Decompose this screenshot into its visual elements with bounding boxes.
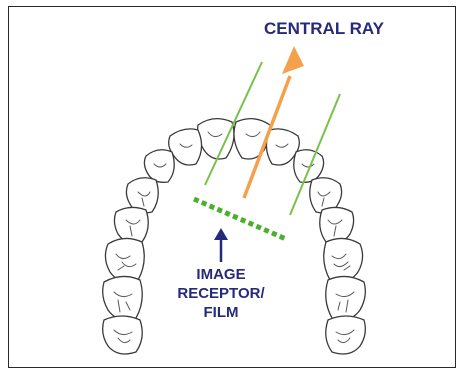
tooth-left-second-premolar (113, 206, 149, 244)
tooth-left-lateral-incisor (168, 128, 203, 166)
diagram-frame (8, 6, 456, 368)
central-ray-label: CENTRAL RAY (264, 19, 385, 38)
receptor-label-line-3: FILM (204, 304, 239, 321)
tooth-left-first-premolar (125, 177, 159, 214)
tooth-right-third-molar (325, 315, 366, 355)
right-guide-line (289, 93, 341, 216)
tooth-left-canine (143, 149, 175, 183)
dental-arch (102, 118, 366, 355)
tooth-right-first-molar (323, 237, 364, 283)
tooth-left-third-molar (102, 315, 143, 355)
tooth-right-canine (293, 149, 325, 183)
receptor-pointer-arrowhead (214, 228, 228, 240)
tooth-right-lateral-incisor (265, 128, 300, 166)
left-guide-line (204, 61, 263, 186)
receptor-label-line-1: IMAGE (196, 266, 245, 283)
central-ray-arrowhead (282, 46, 304, 74)
central-ray-line (242, 75, 292, 199)
image-receptor-film (193, 196, 287, 242)
tooth-left-second-molar (102, 275, 143, 321)
tooth-right-first-premolar (309, 177, 343, 214)
tooth-left-first-molar (104, 237, 145, 283)
tooth-right-second-premolar (319, 206, 355, 244)
receptor-label-line-2: RECEPTOR/ (177, 285, 265, 302)
tooth-left-central-incisor (196, 118, 235, 160)
tooth-right-second-molar (325, 275, 366, 321)
